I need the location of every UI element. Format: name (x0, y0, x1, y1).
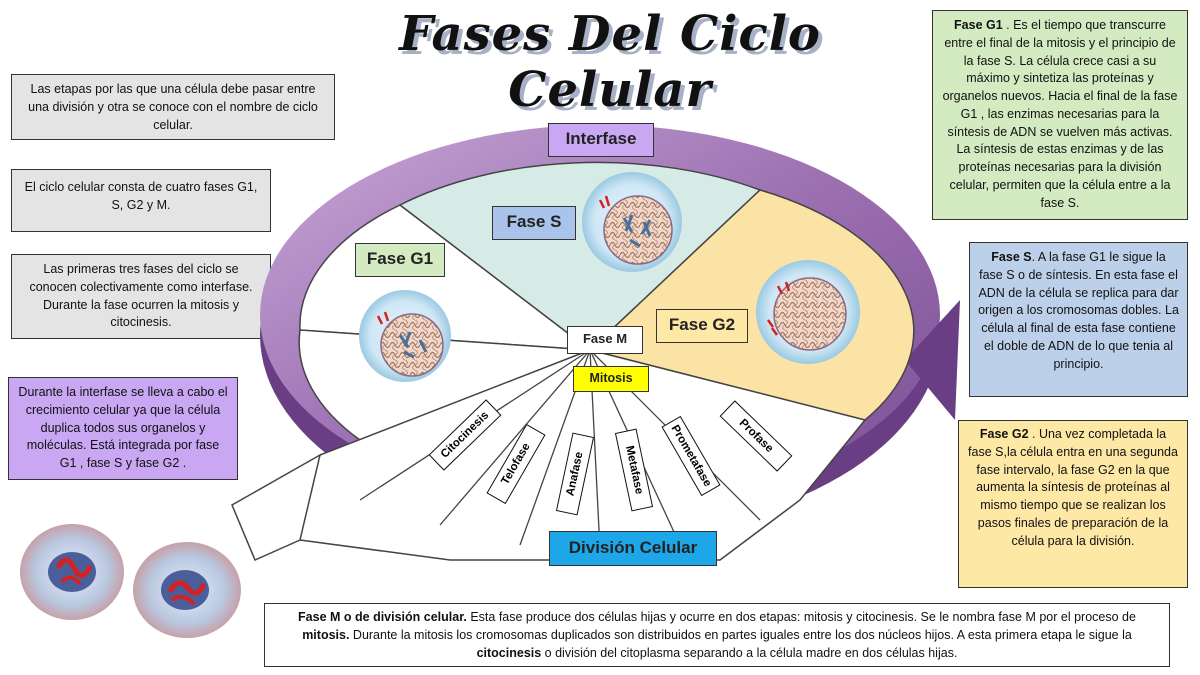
page-title: Fases Del Ciclo Celular (399, 6, 821, 118)
note-text: Esta fase produce dos células hijas y oc… (466, 610, 1136, 624)
note-fase-s: Fase S. A la fase G1 le sigue la fase S … (969, 242, 1188, 397)
note-term: Fase G1 (954, 18, 1003, 32)
daughter-cell-left (20, 524, 124, 620)
note-text: . Es el tiempo que transcurre entre el f… (942, 18, 1178, 210)
division-arrow-head (231, 453, 322, 561)
note-term-mitosis: mitosis. (302, 627, 350, 642)
note-term: Fase M o de división celular. (298, 610, 467, 624)
note-fase-m: Fase M o de división celular. Esta fase … (264, 603, 1170, 667)
sector-g2 (588, 189, 915, 421)
ring-arrow-head (905, 300, 960, 420)
note-term: Fase G2 (979, 427, 1029, 441)
note-text: . A la fase G1 le sigue la fase S o de s… (978, 250, 1179, 371)
label-mitosis: Mitosis (573, 366, 649, 392)
label-division-celular: División Celular (549, 531, 717, 566)
note-term-citocinesis: citocinesis (476, 645, 542, 660)
note-text: Durante la mitosis los cromosomas duplic… (349, 627, 1132, 642)
note-fase-g2: Fase G2 . Una vez completada la fase S,l… (958, 420, 1188, 588)
cell-fase-g2 (756, 260, 860, 364)
note-text: Durante la interfase se lleva a cabo el … (18, 385, 228, 470)
daughter-cell-right (133, 542, 241, 638)
cell-fase-s (582, 172, 682, 272)
note-term: Fase S (991, 250, 1032, 264)
note-text: . Una vez completada la fase S,la célula… (968, 427, 1178, 548)
note-four-phases: El ciclo celular consta de cuatro fases … (11, 169, 271, 232)
note-fase-g1: Fase G1 . Es el tiempo que transcurre en… (932, 10, 1188, 220)
note-text: Las etapas por las que una célula debe p… (28, 82, 318, 132)
label-fase-s: Fase S (492, 206, 576, 240)
label-interfase: Interfase (548, 123, 654, 157)
note-text: o división del citoplasma separando a la… (541, 645, 958, 660)
note-interphase-phases: Las primeras tres fases del ciclo se con… (11, 254, 271, 339)
note-interphase-growth: Durante la interfase se lleva a cabo el … (8, 377, 238, 480)
label-fase-g2: Fase G2 (656, 309, 748, 343)
cell-fase-g1 (359, 290, 451, 382)
note-text: El ciclo celular consta de cuatro fases … (24, 180, 258, 212)
label-fase-g1: Fase G1 (355, 243, 445, 277)
label-fase-m: Fase M (567, 326, 643, 354)
note-cell-cycle-definition: Las etapas por las que una célula debe p… (11, 74, 335, 140)
note-text: Las primeras tres fases del ciclo se con… (29, 262, 253, 330)
